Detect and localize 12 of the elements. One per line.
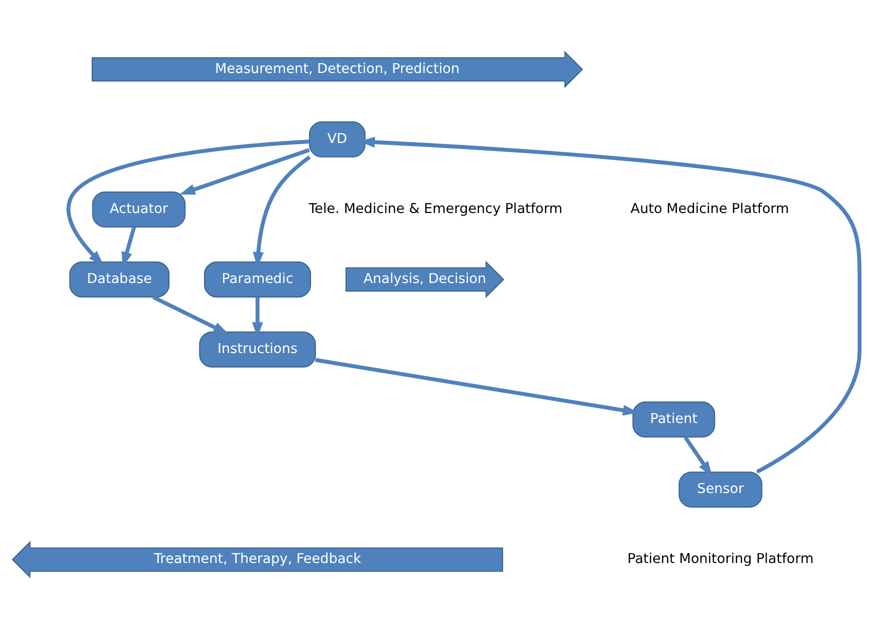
label: Auto Medicine Platform	[630, 201, 790, 218]
arrow	[180, 148, 310, 195]
node-box: Paramedic	[204, 262, 312, 298]
node-box: Database	[69, 262, 170, 298]
node-box: Actuator	[92, 191, 186, 228]
node-box: Sensor	[678, 472, 762, 508]
node-box: VD	[309, 121, 366, 158]
arrow	[152, 295, 229, 334]
node-box: Instructions	[199, 332, 316, 368]
node-box: Patient	[632, 402, 716, 438]
label: Tele. Medicine & Emergency Platform	[308, 201, 562, 218]
label: Patient Monitoring Platform	[627, 551, 814, 568]
